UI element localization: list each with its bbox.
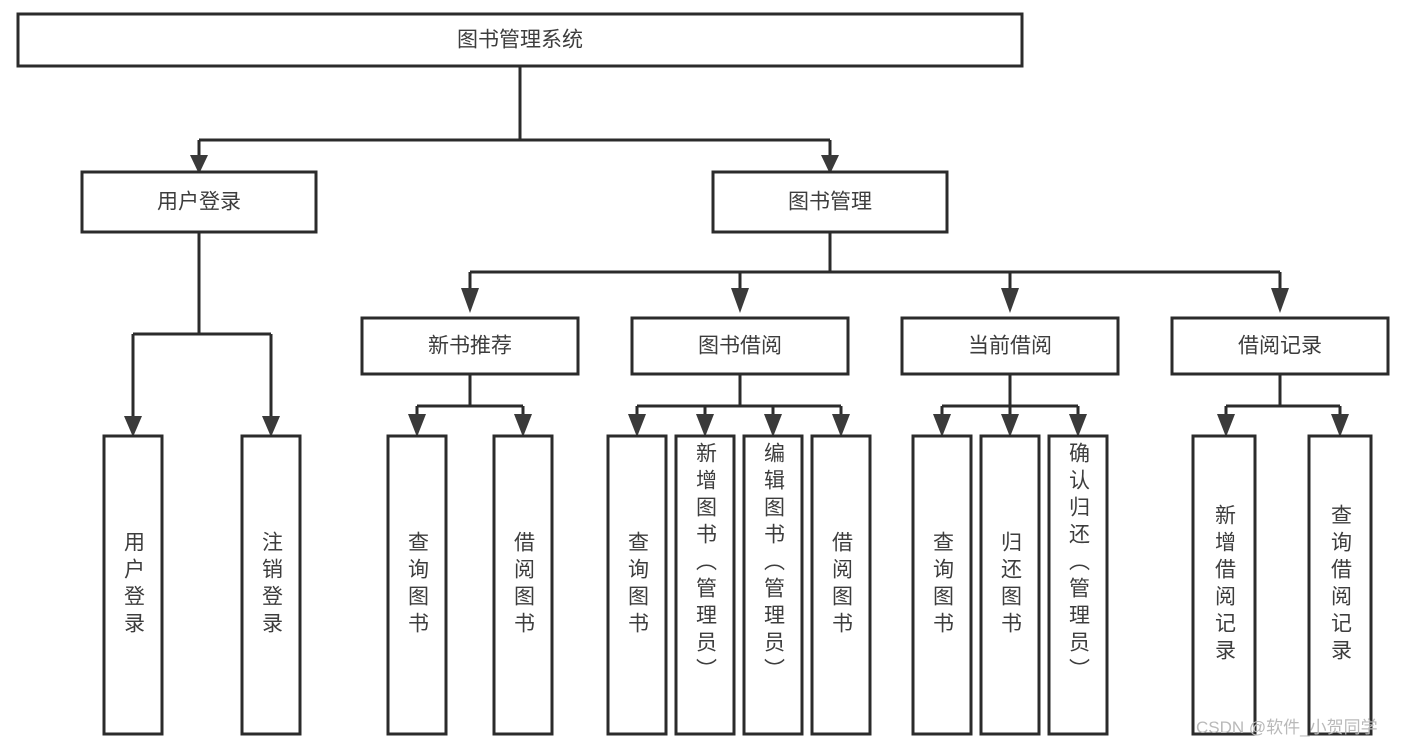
- leaf-return-book-box[interactable]: [979, 434, 1041, 736]
- arrow-to-book-management: [821, 155, 839, 174]
- leaf-node-edit-book[interactable]: [742, 434, 804, 736]
- current-borrow-label: 当前借阅: [968, 335, 1052, 358]
- leaf-node-confirm-return[interactable]: [1047, 434, 1109, 736]
- leaf-node-user-login[interactable]: [102, 434, 164, 736]
- arrow-leaf-edit-book: [764, 414, 782, 437]
- leaf-borrow-book-1-box[interactable]: [492, 434, 554, 736]
- leaf-node-logout-login[interactable]: [240, 434, 302, 736]
- user-login-box[interactable]: [80, 170, 318, 234]
- root-node-box[interactable]: [16, 12, 1024, 68]
- node-book-management[interactable]: 图书管理: [711, 170, 949, 234]
- arrow-leaf-return-book: [1001, 414, 1019, 437]
- borrow-record-label: 借阅记录: [1238, 335, 1322, 358]
- leaf-confirm-return-box[interactable]: [1047, 434, 1109, 736]
- leaf-node-query-book-3[interactable]: [911, 434, 973, 736]
- arrow-leaf-add-book: [696, 414, 714, 437]
- borrow-record-box[interactable]: [1170, 316, 1390, 376]
- leaf-query-book-2-box[interactable]: [606, 434, 668, 736]
- current-borrow-box[interactable]: [900, 316, 1120, 376]
- leaf-node-query-book-1[interactable]: [386, 434, 448, 736]
- new-book-recommend-label: 新书推荐: [428, 335, 512, 358]
- node-book-borrow[interactable]: 图书借阅: [630, 316, 850, 376]
- arrow-leaf-query-book-1: [408, 414, 426, 437]
- node-root-system[interactable]: 图书管理系统: [16, 12, 1024, 68]
- arrow-leaf-query-borrow-record: [1331, 414, 1349, 437]
- node-borrow-record[interactable]: 借阅记录: [1170, 316, 1390, 376]
- leaf-user-login-box[interactable]: [102, 434, 164, 736]
- csdn-watermark: CSDN @软件_小贺同学: [1196, 718, 1378, 737]
- root-node-label: 图书管理系统: [457, 29, 583, 52]
- arrow-to-current-borrow: [1001, 288, 1019, 313]
- leaf-edit-book-box[interactable]: [742, 434, 804, 736]
- arrow-to-user-login: [190, 155, 208, 174]
- leaf-borrow-book-2-box[interactable]: [810, 434, 872, 736]
- leaf-add-book-box[interactable]: [674, 434, 736, 736]
- leaf-node-borrow-book-1[interactable]: [492, 434, 554, 736]
- leaf-node-query-book-2[interactable]: [606, 434, 668, 736]
- book-management-box[interactable]: [711, 170, 949, 234]
- book-management-label: 图书管理: [788, 191, 872, 214]
- user-login-label: 用户登录: [157, 191, 241, 214]
- new-book-recommend-box[interactable]: [360, 316, 580, 376]
- leaf-node-add-book[interactable]: [674, 434, 736, 736]
- leaf-node-query-borrow-record[interactable]: [1307, 434, 1373, 736]
- arrow-to-borrow-record: [1271, 288, 1289, 313]
- leaf-node-return-book[interactable]: [979, 434, 1041, 736]
- leaf-node-borrow-book-2[interactable]: [810, 434, 872, 736]
- arrow-leaf-query-book-2: [628, 414, 646, 437]
- arrow-leaf-user-login: [124, 416, 142, 437]
- leaf-node-add-borrow-record[interactable]: [1191, 434, 1257, 736]
- book-borrow-label: 图书借阅: [698, 335, 782, 358]
- arrow-leaf-add-borrow-record: [1217, 414, 1235, 437]
- arrow-leaf-logout-login: [262, 416, 280, 437]
- node-current-borrow[interactable]: 当前借阅: [900, 316, 1120, 376]
- arrow-leaf-borrow-book-1: [514, 414, 532, 437]
- arrow-leaf-confirm-return: [1069, 414, 1087, 437]
- connector-layer: [124, 66, 1349, 437]
- node-new-book-recommend[interactable]: 新书推荐: [360, 316, 580, 376]
- arrow-to-book-borrow: [731, 288, 749, 313]
- node-user-login[interactable]: 用户登录: [80, 170, 318, 234]
- arrow-leaf-query-book-3: [933, 414, 951, 437]
- leaf-query-book-3-box[interactable]: [911, 434, 973, 736]
- leaf-query-borrow-record-box[interactable]: [1307, 434, 1373, 736]
- leaf-query-book-1-box[interactable]: [386, 434, 448, 736]
- leaf-logout-login-box[interactable]: [240, 434, 302, 736]
- leaf-add-borrow-record-box[interactable]: [1191, 434, 1257, 736]
- arrow-to-new-book-recommend: [461, 288, 479, 313]
- arrow-leaf-borrow-book-2: [832, 414, 850, 437]
- book-borrow-box[interactable]: [630, 316, 850, 376]
